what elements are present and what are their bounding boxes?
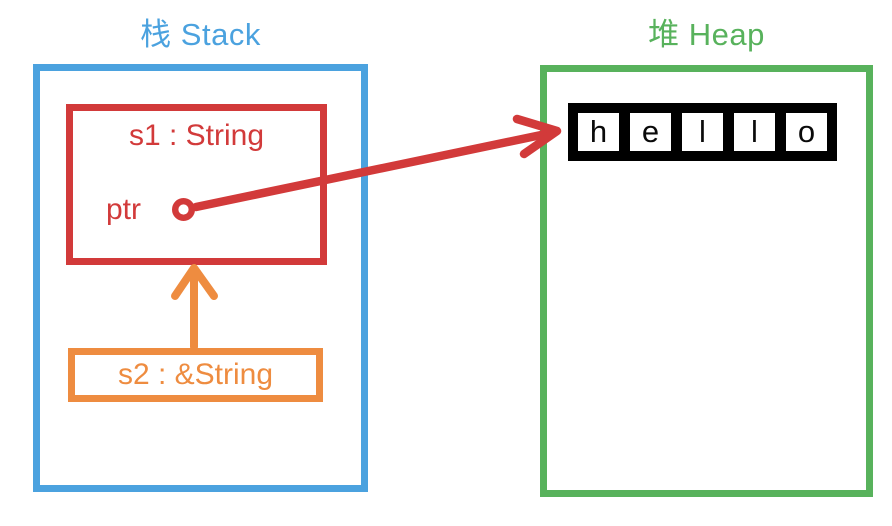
heap-box xyxy=(540,65,873,497)
heap-cell-char: o xyxy=(797,114,816,149)
stack-box xyxy=(33,64,368,492)
heap-cell-char: l xyxy=(699,114,706,149)
heap-cell: l xyxy=(682,113,723,151)
heap-cell-char: e xyxy=(641,114,660,149)
heap-cell: l xyxy=(734,113,775,151)
heap-cell-char: h xyxy=(589,114,608,149)
heap-cell: o xyxy=(786,113,827,151)
s2-label: s2 : &String xyxy=(117,358,274,391)
heap-cell: e xyxy=(630,113,671,151)
s1-label: s1 : String xyxy=(128,119,265,152)
stack-title: 栈 Stack xyxy=(140,17,261,52)
ptr-field-label: ptr xyxy=(106,193,142,226)
s1-struct-box: s1 : String ptr xyxy=(66,104,327,265)
heap-cell-char: l xyxy=(751,114,758,149)
heap-cell: h xyxy=(578,113,619,151)
s2-reference-box: s2 : &String xyxy=(68,348,323,402)
heap-title: 堆 Heap xyxy=(648,17,765,52)
heap-string-cells: h e l l o xyxy=(568,103,837,161)
